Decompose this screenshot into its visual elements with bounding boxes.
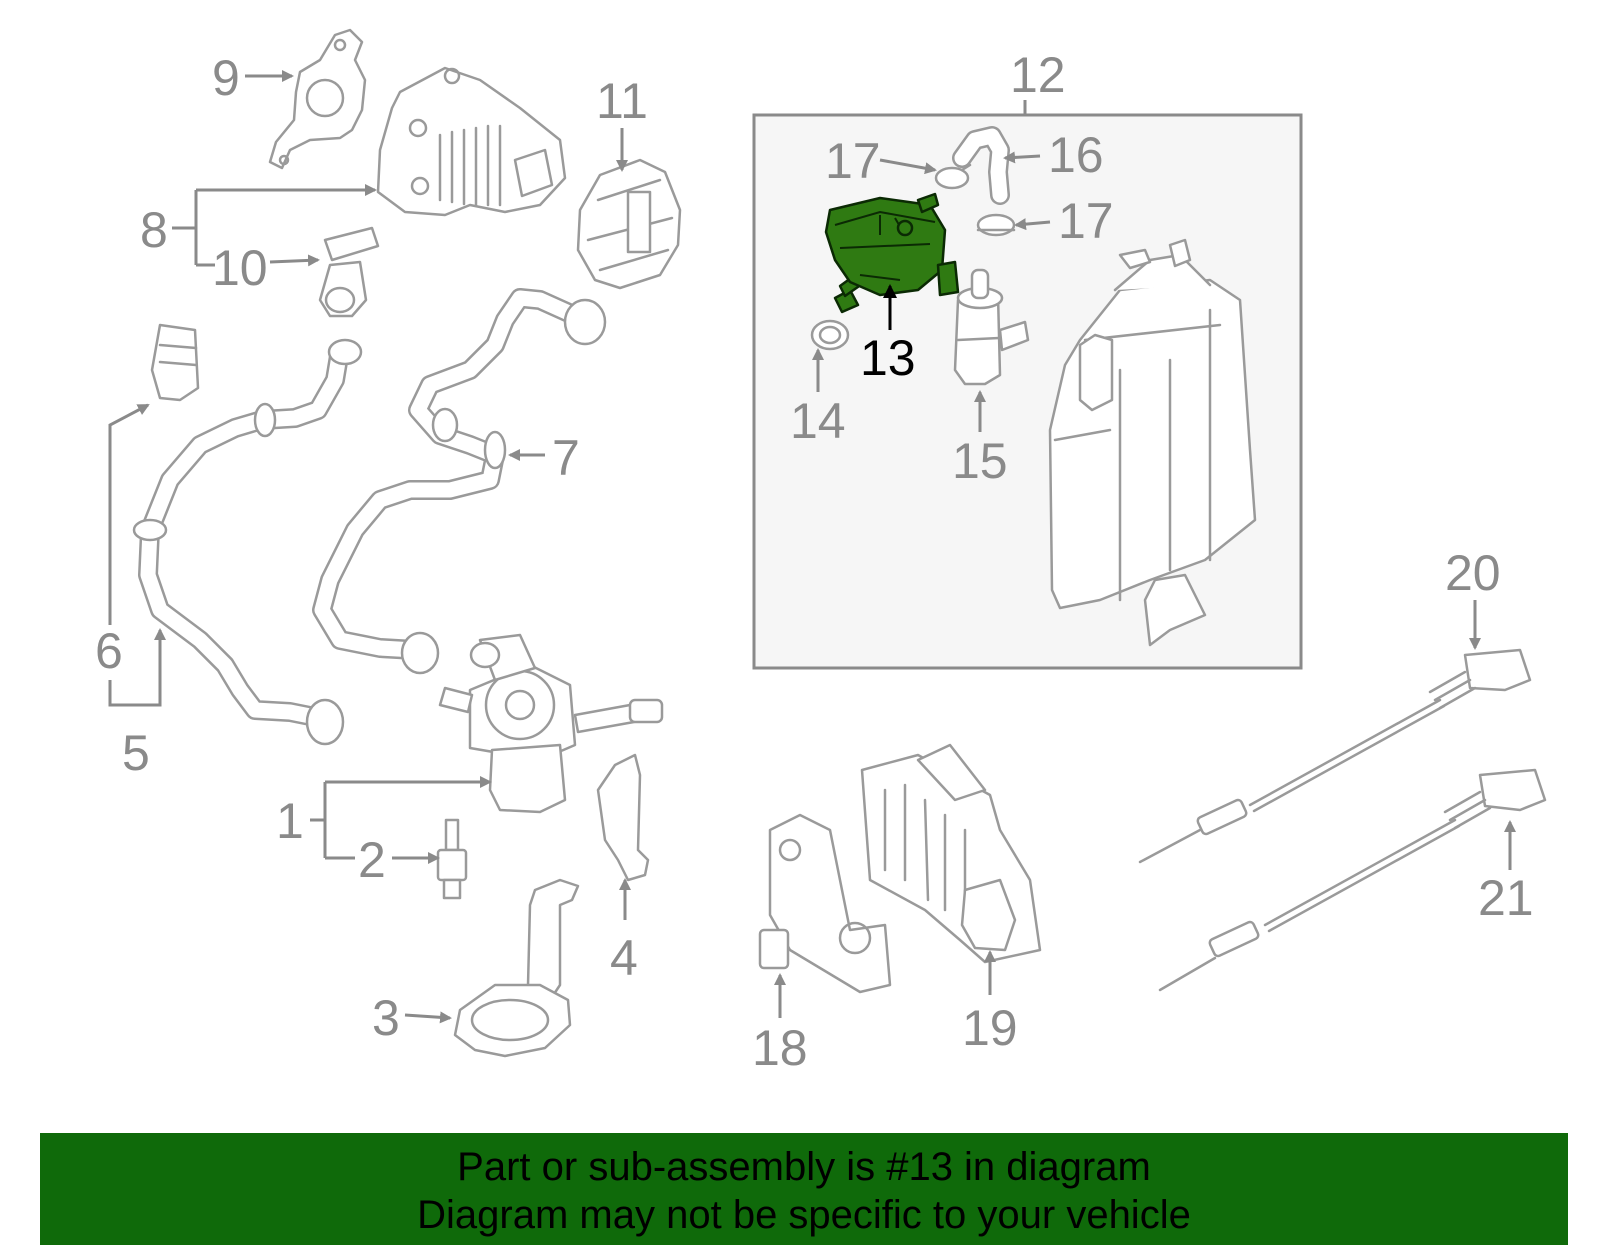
callout-20: 20 xyxy=(1445,545,1501,601)
part-9-gasket xyxy=(268,28,367,170)
callout-3: 3 xyxy=(372,990,400,1046)
part-17-clamp-upper xyxy=(934,163,972,190)
callout-4: 4 xyxy=(610,930,638,986)
part-5-hose xyxy=(132,338,363,746)
part-21-oxygen-sensor xyxy=(1158,768,1547,992)
callout-8: 8 xyxy=(140,202,168,258)
info-banner: Part or sub-assembly is #13 in diagram D… xyxy=(40,1133,1568,1245)
callout-10: 10 xyxy=(212,240,268,296)
part-11-cover xyxy=(576,158,682,290)
callout-19: 19 xyxy=(962,1000,1018,1056)
callout-21: 21 xyxy=(1478,870,1534,926)
callout-16: 16 xyxy=(1048,127,1104,183)
callout-7: 7 xyxy=(552,430,580,486)
part-13-purge-valve xyxy=(824,192,960,314)
callout-5: 5 xyxy=(122,725,150,781)
callout-17-lower: 17 xyxy=(1058,193,1114,249)
leader-lines xyxy=(108,70,1516,1024)
part-1-air-pump xyxy=(438,633,664,814)
callout-numbers: 9 8 10 11 12 6 5 7 1 2 3 4 17 16 17 13 1… xyxy=(95,47,1534,1076)
part-7-hose xyxy=(312,288,607,675)
part-20-oxygen-sensor xyxy=(1138,648,1532,864)
part-8-valve-body xyxy=(376,66,567,217)
part-6-connector xyxy=(150,323,200,402)
part-10-sensor xyxy=(318,226,380,318)
banner-line-1: Part or sub-assembly is #13 in diagram xyxy=(457,1145,1151,1189)
banner-line-2: Diagram may not be specific to your vehi… xyxy=(417,1193,1191,1237)
part-16-hose xyxy=(952,126,1010,205)
callout-14: 14 xyxy=(790,393,846,449)
part-3-bracket xyxy=(453,878,580,1058)
part-2-stud xyxy=(436,818,468,900)
part-4-bracket xyxy=(596,753,650,882)
part-18-module xyxy=(758,813,892,994)
callout-11: 11 xyxy=(596,73,648,129)
callout-6: 6 xyxy=(95,623,123,679)
callout-17-upper: 17 xyxy=(825,133,881,189)
callout-2: 2 xyxy=(358,832,386,888)
callout-15: 15 xyxy=(952,433,1008,489)
callout-12: 12 xyxy=(1010,47,1066,103)
callout-1: 1 xyxy=(276,793,304,849)
callout-9: 9 xyxy=(212,50,240,106)
evap-canister xyxy=(1048,238,1257,647)
part-17-clamp-lower xyxy=(976,213,1016,237)
part-19-bracket-plate xyxy=(860,743,1042,964)
part-15-filter xyxy=(953,268,1030,386)
callout-13: 13 xyxy=(860,330,916,386)
callout-18: 18 xyxy=(752,1020,808,1076)
part-14-seal-ring xyxy=(810,319,850,351)
